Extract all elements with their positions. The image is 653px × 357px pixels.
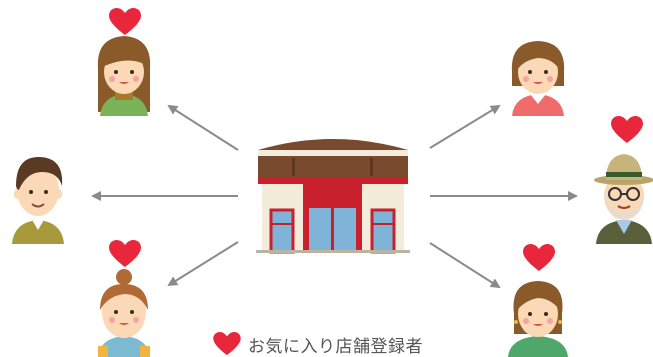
favorite-heart-icon [109,240,141,267]
person-man-short-hair [12,156,64,244]
favorite-heart-icon [109,8,141,35]
heart-icon [213,332,241,356]
arrows [91,104,578,289]
arrow-to-top-right [429,104,501,149]
favorite-heart-icon [611,116,643,143]
arrow-to-bottom-left [167,241,239,287]
person-woman-medium-hair [508,244,568,357]
person-woman-bob [511,41,565,116]
person-elderly-man-hat [594,116,653,244]
favorite-heart-icon [523,244,555,271]
arrow-to-top-left [167,104,239,151]
legend: お気に入り店舗登録者 [212,332,423,357]
person-woman-long-hair [97,8,151,116]
arrow-to-bottom-right [429,242,501,289]
legend-label: お気に入り店舗登録者 [248,336,423,357]
store-icon [256,139,410,254]
person-woman-bun [98,240,150,357]
